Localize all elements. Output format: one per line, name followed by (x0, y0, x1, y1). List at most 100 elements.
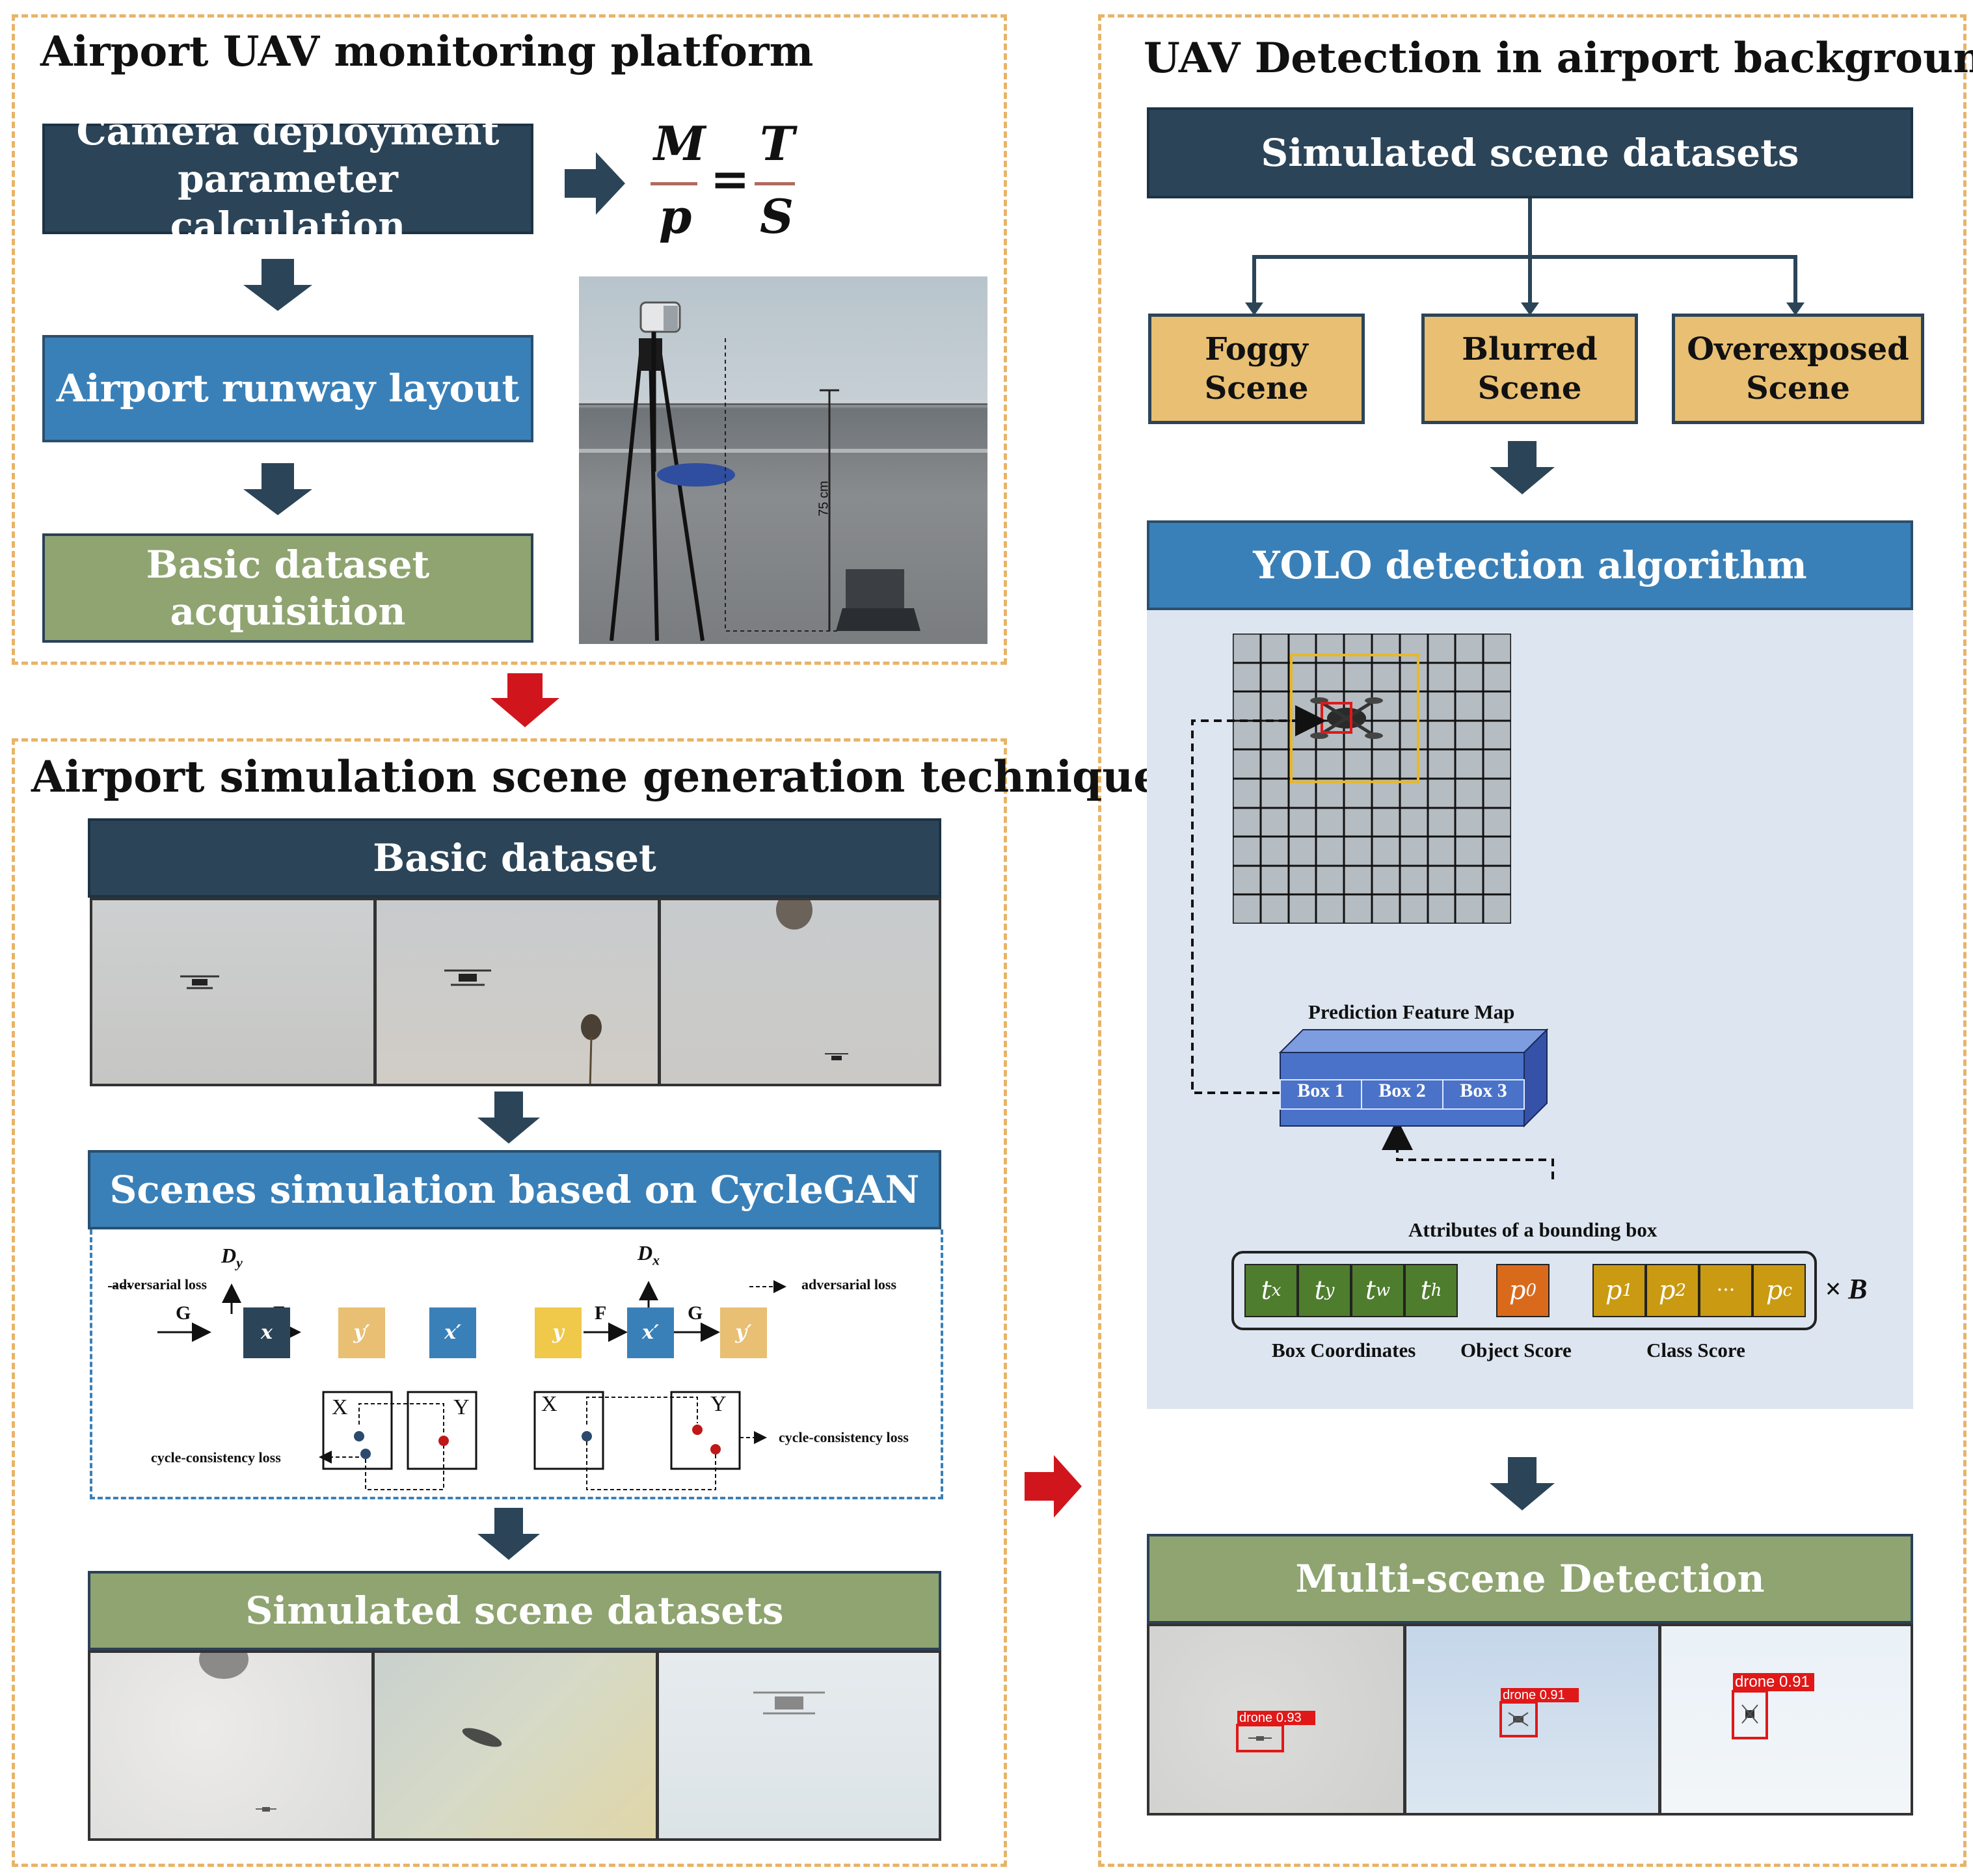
attributes-label: Attributes of a bounding box (1408, 1218, 1658, 1241)
yolo-label: YOLO detection algorithm (1253, 543, 1807, 587)
multi-scene-label: Multi-scene Detection (1295, 1556, 1765, 1601)
yolo-header: YOLO detection algorithm (1147, 520, 1913, 610)
class-score-label: Class Score (1646, 1339, 1745, 1361)
down-arrow-icon (1490, 1457, 1555, 1510)
basic-dataset-photo-2 (374, 898, 660, 1086)
prediction-feature-map-label: Prediction Feature Map (1308, 1000, 1515, 1023)
detection-label-3: drone 0.91 (1735, 1673, 1810, 1691)
dy-base: D (221, 1244, 237, 1267)
domain-X-right: X (541, 1392, 557, 1416)
box-3-label: Box 3 (1460, 1080, 1507, 1101)
node-y-prime-right: y′ (720, 1307, 767, 1358)
g-label-left: G (176, 1302, 191, 1324)
formula-fraction-bar (755, 182, 795, 185)
formula-T: T (760, 116, 795, 171)
basic-dataset-header: Basic dataset (88, 818, 941, 898)
basic-dataset-photo-3 (658, 898, 941, 1086)
down-arrow-icon (1490, 441, 1555, 494)
dataset-acquisition-box: Basic dataset acquisition (42, 533, 533, 643)
g-label-right: G (688, 1302, 703, 1324)
f-label-right: F (595, 1302, 607, 1324)
blurred-line1: Blurred (1462, 331, 1598, 368)
simulated-photo-overexposed (656, 1650, 941, 1841)
simulated-datasets-box-label: Simulated scene datasets (1261, 130, 1799, 175)
node-x-prime-left: x′ (429, 1307, 476, 1358)
formula-M: M (654, 116, 706, 171)
dx-sub: x (652, 1252, 660, 1268)
right-arrow-icon (565, 152, 625, 215)
formula-equals: = (710, 151, 750, 206)
detection-label-2: drone 0.91 (1503, 1688, 1565, 1702)
detection-photo-foggy: drone 0.93 (1147, 1624, 1406, 1816)
overexposed-line1: Overexposed (1687, 331, 1909, 368)
foggy-scene-box: Foggy Scene (1148, 314, 1365, 424)
runway-layout-box: Airport runway layout (42, 335, 533, 442)
detection-label-1: drone 0.93 (1239, 1711, 1302, 1725)
node-x-prime-right: x′ (627, 1307, 674, 1358)
detection-title: UAV Detection in airport background (1144, 34, 1973, 83)
cyclegan-diagram: adversarial loss adversarial loss cycle-… (90, 1229, 943, 1499)
cyclegan-header: Scenes simulation based on CycleGAN (88, 1150, 941, 1229)
camera-deployment-label: Camera deployment parameter calculation (76, 109, 500, 248)
overexposed-scene-box: Overexposed Scene (1672, 314, 1924, 424)
adversarial-loss-left: adversarial loss (112, 1276, 208, 1293)
red-right-arrow-icon (1025, 1455, 1082, 1518)
feature-map-block (1278, 1028, 1549, 1128)
red-down-arrow-icon (490, 673, 559, 727)
simulated-photo-foggy (88, 1650, 374, 1841)
simulation-title: Airport simulation scene generation tech… (31, 751, 1161, 802)
box-2-label: Box 2 (1378, 1080, 1426, 1101)
formula-fraction-bar (651, 182, 697, 185)
cyclegan-label: Scenes simulation based on CycleGAN (109, 1167, 920, 1212)
class-ellipsis: ··· (1699, 1264, 1752, 1317)
detection-panel (1098, 14, 1966, 1867)
down-arrow-icon (243, 259, 312, 311)
formula-S: S (760, 189, 794, 244)
node-y: y (535, 1307, 582, 1358)
detection-photo-blurred: drone 0.91 (1404, 1624, 1661, 1816)
adversarial-loss-right: adversarial loss (801, 1276, 897, 1293)
detection-photo-overexposed: drone 0.91 (1659, 1624, 1913, 1816)
attributes-container (1231, 1251, 1817, 1330)
basic-dataset-label: Basic dataset (373, 835, 656, 880)
camera-deployment-box: Camera deployment parameter calculation (42, 109, 533, 248)
discriminator-y: Dy (221, 1244, 243, 1271)
runway-layout-label: Airport runway layout (56, 366, 520, 411)
simulated-datasets-box: Simulated scene datasets (1147, 107, 1913, 198)
simulated-datasets-label: Simulated scene datasets (245, 1588, 784, 1633)
domain-Y-right: Y (710, 1392, 727, 1416)
dy-sub: y (236, 1254, 243, 1271)
domain-Y-left: Y (453, 1395, 470, 1419)
dataset-acquisition-label: Basic dataset acquisition (146, 542, 430, 634)
node-x: x (243, 1307, 290, 1358)
height-label: 75 cm (816, 481, 831, 516)
times-b-label: × B (1825, 1273, 1868, 1305)
blurred-scene-box: Blurred Scene (1421, 314, 1638, 424)
simulation-panel (12, 738, 1007, 1867)
formula-p: p (659, 189, 692, 244)
blurred-line2: Scene (1477, 370, 1582, 407)
basic-dataset-photo-1 (90, 898, 376, 1086)
dx-base: D (638, 1241, 653, 1265)
foggy-line1: Foggy (1205, 331, 1308, 368)
overexposed-line2: Scene (1746, 370, 1850, 407)
box-1-label: Box 1 (1297, 1080, 1345, 1101)
box-coordinates-label: Box Coordinates (1272, 1339, 1416, 1361)
simulated-photo-blurred (372, 1650, 658, 1841)
cycle-loss-right: cycle-consistency loss (779, 1429, 909, 1445)
feature-map-connectors (1191, 705, 1554, 1179)
simulated-datasets-header: Simulated scene datasets (88, 1571, 941, 1650)
multi-scene-header: Multi-scene Detection (1147, 1534, 1913, 1624)
down-arrow-icon (477, 1508, 540, 1560)
node-y-prime-left: y′ (338, 1307, 385, 1358)
monitoring-platform-panel (12, 14, 1007, 665)
down-arrow-icon (477, 1092, 540, 1144)
